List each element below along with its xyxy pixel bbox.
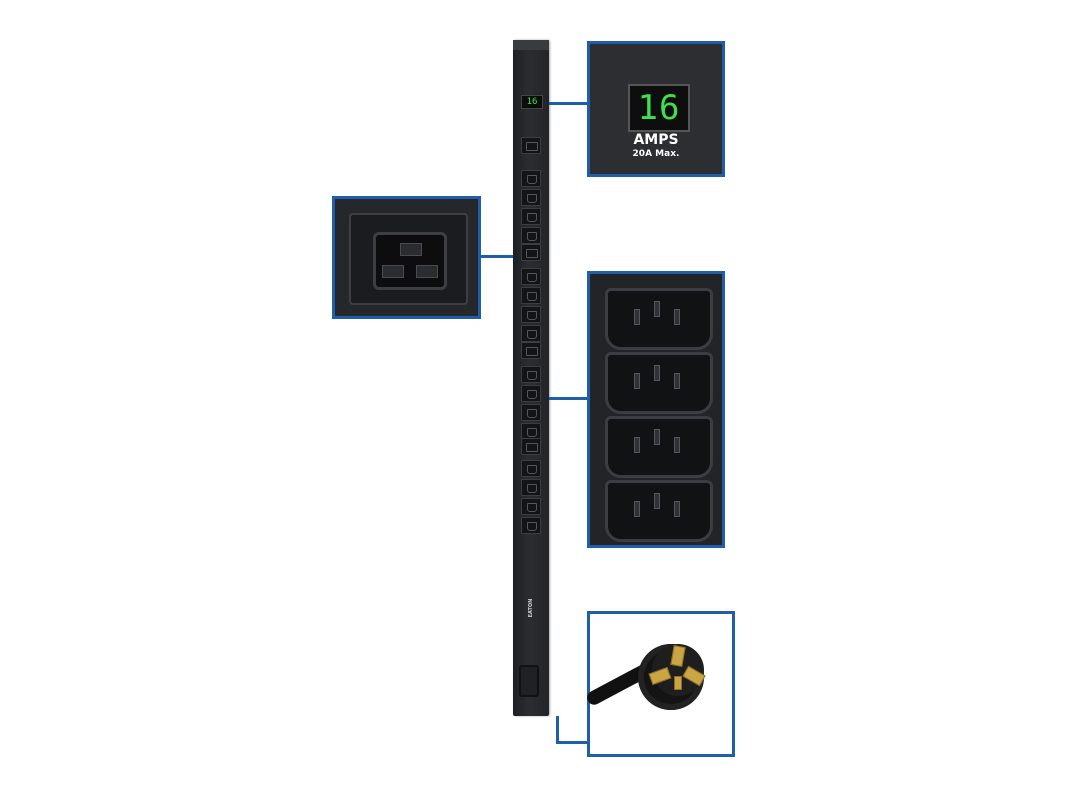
pdu-top-cap — [513, 40, 549, 50]
pdu-c19-outlet-icon — [521, 438, 541, 455]
c19-outlet-plate — [349, 213, 468, 305]
pdu-c13-outlet-icon — [521, 404, 541, 421]
c13-pin — [634, 437, 640, 453]
display-callout: 16 AMPS 20A Max. — [587, 41, 725, 177]
pdu-c13-outlet-icon — [521, 366, 541, 383]
c19-slot-right — [416, 265, 438, 278]
pdu-c13-outlet-icon — [521, 460, 541, 477]
pdu-c13-outlet-icon — [521, 325, 541, 342]
pdu-c13-outlet-icon — [521, 208, 541, 225]
amps-label: AMPS — [633, 132, 679, 148]
pdu-strip: 16 EATON — [513, 40, 549, 716]
plug-callout-line-vertical — [556, 716, 559, 744]
c19-callout-line — [481, 255, 513, 258]
pdu-c19-outlet-icon — [521, 342, 541, 359]
pdu-c13-outlet-icon — [521, 306, 541, 323]
brand-logo: EATON — [528, 598, 534, 618]
pdu-c13-outlet-icon — [521, 227, 541, 244]
display-callout-line — [549, 102, 587, 105]
pdu-c13-outlet-icon — [521, 385, 541, 402]
pdu-c13-outlet-icon — [521, 498, 541, 515]
pdu-c13-outlet-icon — [521, 479, 541, 496]
pdu-c19-outlet-icon — [521, 244, 541, 261]
pdu-c13-outlet-icon — [521, 268, 541, 285]
c19-slot-left — [382, 265, 404, 278]
c13-pin — [674, 373, 680, 389]
c13-pin — [634, 501, 640, 517]
c13-outlet-callout — [587, 271, 725, 548]
plug-callout-line-horizontal — [556, 741, 587, 744]
plug-face — [648, 644, 706, 696]
pdu-c13-outlet-icon — [521, 287, 541, 304]
pdu-c13-outlet-icon — [521, 189, 541, 206]
c13-pin — [674, 437, 680, 453]
c13-outlet-icon — [605, 416, 713, 478]
c13-pin — [654, 493, 660, 509]
pdu-c13-outlet-icon — [521, 517, 541, 534]
c13-pin — [634, 373, 640, 389]
plug-prong — [670, 645, 686, 667]
c19-outlet-callout — [332, 196, 481, 319]
c13-outlet-icon — [605, 480, 713, 542]
c13-pin — [654, 301, 660, 317]
c13-pin — [654, 429, 660, 445]
c13-pin — [674, 309, 680, 325]
c13-outlet-icon — [605, 352, 713, 414]
pdu-c19-outlet-icon — [521, 137, 541, 154]
amp-reading: 16 — [637, 88, 681, 128]
pdu-c13-outlet-icon — [521, 170, 541, 187]
max-rating-label: 20A Max. — [632, 149, 680, 159]
plug-prong — [648, 666, 672, 686]
input-plug-callout — [584, 611, 735, 757]
cord-strain-relief — [519, 665, 539, 697]
pdu-amp-display: 16 — [521, 95, 543, 109]
plug-ground-prong — [674, 676, 682, 690]
c13-callout-line — [549, 397, 587, 400]
c13-pin — [634, 309, 640, 325]
c13-pin — [674, 501, 680, 517]
c13-outlet-icon — [605, 288, 713, 350]
c19-outlet-icon — [373, 232, 447, 290]
c19-slot-top — [400, 243, 422, 256]
c13-pin — [654, 365, 660, 381]
amp-meter-display: 16 — [628, 84, 690, 132]
